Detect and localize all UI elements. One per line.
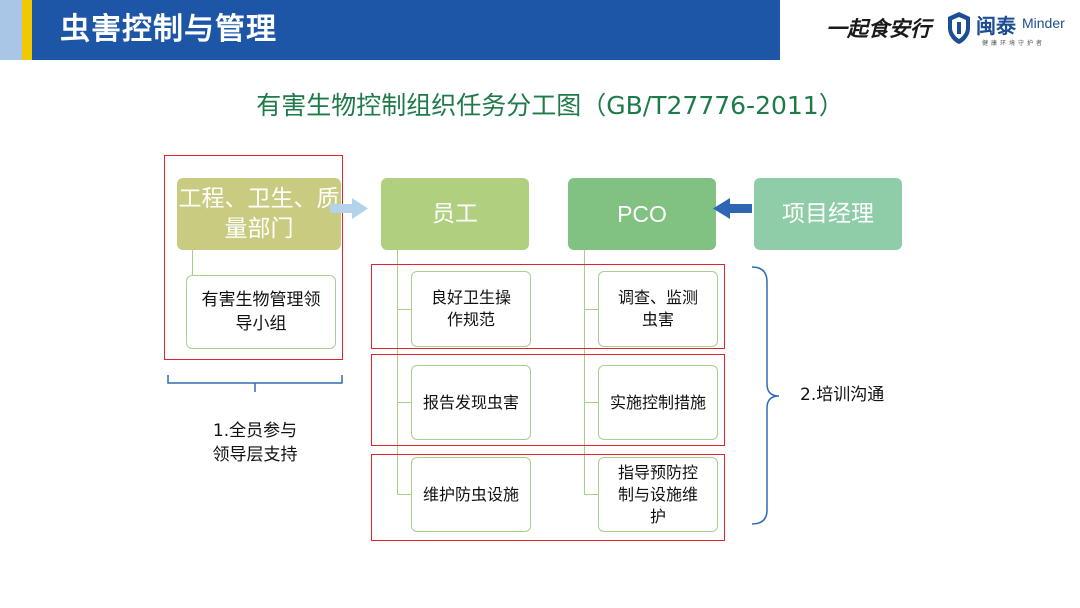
staff-item-box: 维护防虫设施 bbox=[411, 457, 531, 532]
dept-sub-box: 有害生物管理领导小组 bbox=[186, 275, 336, 349]
brand-name-en: Minder bbox=[1022, 15, 1065, 31]
arrow-left-icon bbox=[713, 198, 752, 219]
pco-box: PCO bbox=[568, 178, 716, 250]
label-all-staff: 1.全员参与 领导层支持 bbox=[212, 421, 298, 465]
pco-item-box: 指导预防控制与设施维护 bbox=[598, 457, 718, 532]
highlight-frame-row bbox=[371, 454, 725, 541]
header-accent-yellow bbox=[22, 0, 32, 60]
pco-item-box: 调查、监测虫害 bbox=[598, 271, 718, 347]
label-training: 2.培训沟通 bbox=[800, 385, 885, 405]
highlight-frame-row bbox=[371, 264, 725, 349]
header-bar bbox=[0, 0, 1080, 60]
pco-item-box: 实施控制措施 bbox=[598, 365, 718, 440]
connector-pco-2 bbox=[584, 402, 598, 403]
brand-name-cn: 闽泰 bbox=[976, 14, 1016, 38]
connector-staff-vertical bbox=[397, 250, 398, 495]
diagram-title: 有害生物控制组织任务分工图（GB/T27776-2011） bbox=[256, 91, 844, 120]
staff-item-box: 报告发现虫害 bbox=[411, 365, 531, 440]
arrow-right-icon bbox=[330, 198, 368, 219]
shield-logo-icon bbox=[948, 12, 970, 44]
connector-staff-2 bbox=[397, 402, 411, 403]
project-manager-box: 项目经理 bbox=[754, 178, 902, 250]
bracket-left bbox=[167, 375, 343, 392]
connector-dept bbox=[192, 250, 193, 282]
connector-pco-vertical bbox=[584, 250, 585, 495]
connector-staff-3 bbox=[397, 494, 411, 495]
slogan: 一起食安行 bbox=[826, 16, 931, 41]
header-logo-area bbox=[780, 0, 1080, 60]
highlight-frame-dept bbox=[164, 155, 343, 360]
page-title: 虫害控制与管理 bbox=[60, 12, 277, 47]
highlight-frame-row bbox=[371, 354, 725, 446]
staff-item-box: 良好卫生操作规范 bbox=[411, 271, 531, 347]
connector-staff-1 bbox=[397, 309, 411, 310]
bracket-right bbox=[751, 266, 780, 525]
header-accent-light bbox=[0, 0, 22, 60]
brand-tagline: 健康环境守护者 bbox=[982, 40, 1046, 47]
staff-box: 员工 bbox=[381, 178, 529, 250]
connector-pco-1 bbox=[584, 309, 598, 310]
dept-box: 工程、卫生、质量部门 bbox=[177, 178, 341, 250]
connector-pco-3 bbox=[584, 494, 598, 495]
